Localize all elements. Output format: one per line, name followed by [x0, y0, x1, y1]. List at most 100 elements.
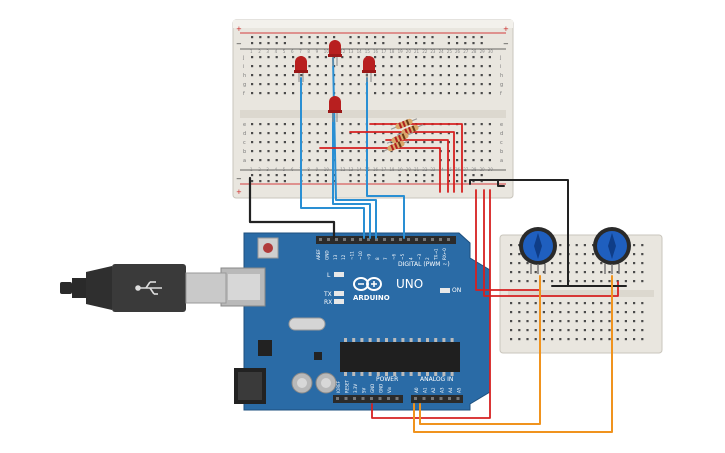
row-letter: e [243, 122, 246, 128]
column-number: 19 [398, 49, 404, 54]
column-number: 23 [430, 49, 436, 54]
row-letter: j [242, 55, 244, 61]
analog-pin-label: A2 [431, 387, 436, 393]
column-number: 29 [480, 49, 486, 54]
analog-header-pins[interactable] [411, 395, 463, 403]
column-number: 20 [406, 167, 412, 172]
digital-pin-label: ~11 [350, 251, 355, 260]
column-number: 22 [422, 167, 428, 172]
wire-5v-arduino[interactable] [371, 189, 491, 419]
column-number: 10 [324, 167, 330, 172]
led-2[interactable] [328, 40, 342, 66]
digital-pin-label: 13 [333, 254, 338, 260]
breadboard-holes [251, 36, 491, 183]
power-pin-label: RESET [345, 380, 350, 393]
power-pin-label: Vin [387, 386, 392, 393]
row-letter: j [499, 55, 501, 61]
wire-led3-signal[interactable] [332, 57, 377, 239]
wire-led1-signal[interactable] [300, 77, 365, 239]
led-4[interactable] [328, 96, 342, 122]
column-number: 8 [307, 167, 310, 172]
column-number: 24 [439, 167, 445, 172]
power-pin-label: IOREF [336, 380, 341, 393]
resistor-1[interactable] [390, 116, 418, 132]
arduino-uno[interactable]: L TX RX ON ARDUINO UNO DIGITAL (PWM ~) P… [220, 232, 491, 411]
column-number: 10 [324, 49, 330, 54]
column-number: 12 [340, 167, 346, 172]
column-number: 20 [406, 49, 412, 54]
column-number: 21 [414, 167, 420, 172]
power-pin-label: GND [379, 384, 384, 393]
row-letter: c [500, 140, 503, 146]
digital-pin-label: ~10 [358, 251, 363, 260]
column-number: 12 [340, 49, 346, 54]
row-letter: f [243, 91, 245, 97]
wire-gnd-pot[interactable] [469, 179, 569, 287]
column-number: 2 [258, 167, 261, 172]
column-number: 4 [275, 49, 278, 54]
row-letter: d [243, 131, 246, 137]
crystal-oscillator [288, 317, 326, 331]
atmega-chip [340, 342, 460, 372]
wire-5v-pot[interactable] [475, 189, 541, 291]
row-letter: i [243, 64, 244, 70]
column-number: 15 [365, 49, 371, 54]
column-number: 7 [299, 49, 302, 54]
led-1[interactable] [294, 56, 308, 82]
analog-pin-label: A3 [440, 387, 445, 393]
wire-led4-signal[interactable] [366, 77, 405, 239]
column-number: 24 [439, 49, 445, 54]
column-number: 26 [455, 167, 461, 172]
digital-pin-label: GND [324, 250, 329, 260]
digital-pin-label: AREF [316, 249, 321, 260]
column-number: 3 [266, 167, 269, 172]
rail-plus-bottom: + [236, 188, 242, 196]
column-number: 27 [463, 167, 469, 172]
resistor-2[interactable] [396, 122, 424, 138]
rail-plus-top-right: + [503, 25, 509, 33]
column-number: 13 [348, 167, 354, 172]
column-number: 30 [488, 167, 494, 172]
power-header-pins[interactable] [333, 395, 403, 403]
column-number: 16 [373, 167, 379, 172]
column-number: 18 [389, 167, 395, 172]
column-number: 17 [381, 167, 387, 172]
column-number: 16 [373, 49, 379, 54]
potentiometer-1[interactable] [519, 227, 557, 274]
wire-pot2-a1[interactable] [413, 275, 613, 433]
led-tx-label: TX [323, 291, 332, 298]
analog-pin-label: A1 [423, 387, 428, 393]
wire-pot1-a0[interactable] [419, 275, 541, 425]
wire-gnd-breadboard[interactable] [248, 176, 336, 240]
row-letter: g [243, 82, 246, 88]
column-number: 26 [455, 49, 461, 54]
column-number: 23 [430, 167, 436, 172]
reset-button-cap[interactable] [263, 243, 273, 253]
analog-pin-label: A0 [414, 387, 419, 393]
potentiometer-2[interactable] [593, 227, 631, 274]
wire-led2-signal[interactable] [332, 111, 371, 239]
digital-pin-label: 4 [408, 257, 413, 260]
analog-header-label: ANALOG IN [420, 376, 453, 383]
usb-b-cable[interactable] [60, 264, 227, 312]
row-letter: i [500, 64, 501, 70]
brand-label: ARDUINO [353, 294, 390, 302]
row-letter: c [243, 140, 246, 146]
led-3[interactable] [362, 56, 376, 82]
column-number: 19 [398, 167, 404, 172]
column-number: 29 [480, 167, 486, 172]
resistor-4[interactable] [382, 138, 410, 154]
analog-pin-label: A5 [457, 387, 462, 393]
column-number: 6 [291, 49, 294, 54]
column-number: 18 [389, 49, 395, 54]
rail-minus-top: − [236, 40, 242, 48]
resistor-3[interactable] [386, 130, 414, 146]
row-letter: e [500, 122, 503, 128]
led-l-label: L [327, 272, 331, 279]
column-number: 5 [283, 49, 286, 54]
voltage-regulator [258, 340, 272, 356]
digital-pin-label: 12 [341, 254, 346, 260]
rail-minus-top-right: − [503, 40, 509, 48]
